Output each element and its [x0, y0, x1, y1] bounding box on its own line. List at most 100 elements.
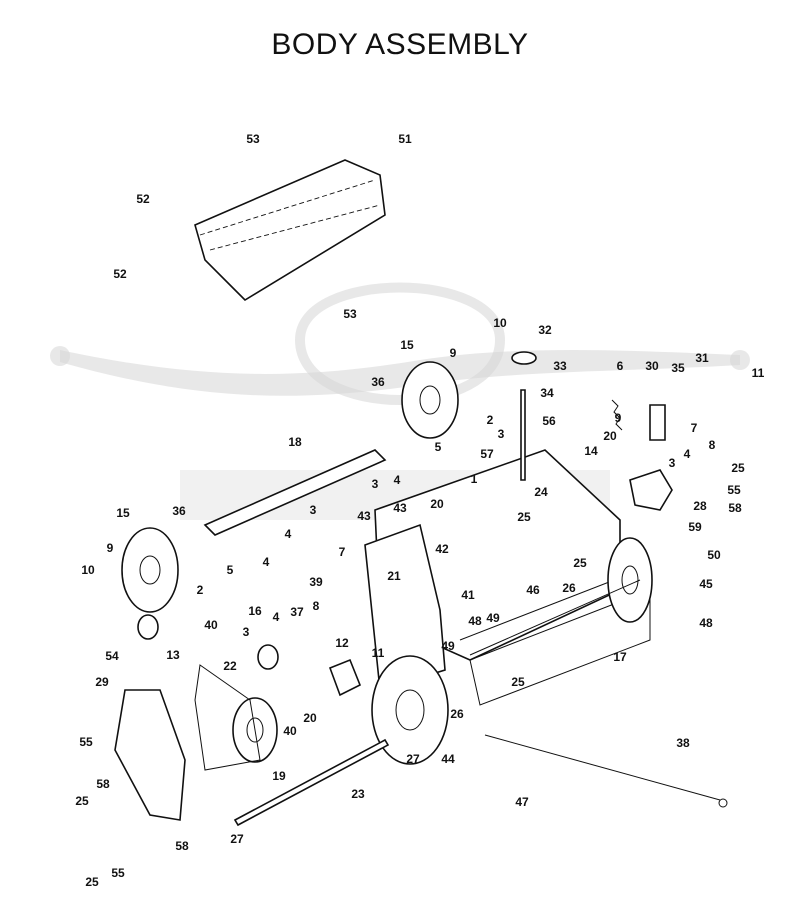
callout-43: 43: [357, 509, 371, 523]
callout-4: 4: [273, 610, 280, 624]
callout-28: 28: [693, 499, 707, 513]
spacer-part-54: [137, 614, 159, 640]
callout-20: 20: [430, 497, 444, 511]
callout-37: 37: [290, 605, 304, 619]
callout-40: 40: [204, 618, 218, 632]
lever-part-30: [649, 404, 666, 441]
page-title: BODY ASSEMBLY: [271, 28, 529, 61]
callout-25: 25: [731, 461, 745, 475]
callout-2: 2: [487, 413, 494, 427]
callout-3: 3: [498, 427, 505, 441]
callout-39: 39: [309, 575, 323, 589]
belt-part-13: [194, 664, 261, 771]
callout-51: 51: [398, 132, 412, 146]
callout-31: 31: [695, 351, 709, 365]
callout-5: 5: [227, 563, 234, 577]
callout-52: 52: [113, 267, 127, 281]
callout-10: 10: [493, 316, 507, 330]
gearbox-part-12: [328, 658, 362, 697]
callout-10: 10: [81, 563, 95, 577]
rod-part-23: [233, 738, 390, 827]
callout-8: 8: [709, 438, 716, 452]
callout-15: 15: [400, 338, 414, 352]
callout-12: 12: [335, 636, 349, 650]
callout-35: 35: [671, 361, 685, 375]
callout-41: 41: [461, 588, 475, 602]
callout-55: 55: [111, 866, 125, 880]
callout-9: 9: [450, 346, 457, 360]
callout-58: 58: [175, 839, 189, 853]
wheel-part-15-top: [401, 361, 459, 439]
callout-58: 58: [728, 501, 742, 515]
callout-4: 4: [684, 447, 691, 461]
callout-56: 56: [542, 414, 556, 428]
callout-34: 34: [540, 386, 554, 400]
callout-16: 16: [248, 604, 262, 618]
tine-shaft-part-46: [469, 579, 641, 656]
callout-7: 7: [691, 421, 698, 435]
callout-50: 50: [707, 548, 721, 562]
callout-7: 7: [339, 545, 346, 559]
callout-21: 21: [387, 569, 401, 583]
wheel-part-45: [607, 537, 653, 623]
callout-36: 36: [371, 375, 385, 389]
bracket-part-28: [629, 469, 673, 511]
callout-4: 4: [394, 473, 401, 487]
deflector-part-51: [194, 159, 386, 302]
callout-59: 59: [688, 520, 702, 534]
main-frame-part-1: [364, 449, 651, 706]
callout-5: 5: [435, 440, 442, 454]
callout-48: 48: [468, 614, 482, 628]
callout-52: 52: [136, 192, 150, 206]
callout-26: 26: [450, 707, 464, 721]
callout-47: 47: [515, 795, 529, 809]
callout-24: 24: [534, 485, 548, 499]
callout-42: 42: [435, 542, 449, 556]
callout-25: 25: [573, 556, 587, 570]
callout-2: 2: [197, 583, 204, 597]
rod-part-34: [511, 351, 537, 481]
callout-53: 53: [343, 307, 357, 321]
callout-44: 44: [441, 752, 455, 766]
callout-4: 4: [285, 527, 292, 541]
callout-49: 49: [486, 611, 500, 625]
callout-26: 26: [562, 581, 576, 595]
callout-54: 54: [105, 649, 119, 663]
callout-8: 8: [313, 599, 320, 613]
callout-29: 29: [95, 675, 109, 689]
callout-25: 25: [511, 675, 525, 689]
callout-22: 22: [223, 659, 237, 673]
callout-46: 46: [526, 583, 540, 597]
callout-27: 27: [406, 752, 420, 766]
callout-11: 11: [372, 646, 385, 660]
callout-25: 25: [517, 510, 531, 524]
callout-1: 1: [471, 472, 478, 486]
callout-14: 14: [584, 444, 598, 458]
callout-58: 58: [96, 777, 110, 791]
callout-40: 40: [283, 724, 297, 738]
callout-38: 38: [676, 736, 690, 750]
callout-3: 3: [310, 503, 317, 517]
wheel-part-44: [371, 655, 449, 765]
callout-18: 18: [288, 435, 302, 449]
callout-3: 3: [669, 456, 676, 470]
callout-36: 36: [172, 504, 186, 518]
callout-13: 13: [166, 648, 180, 662]
callout-9: 9: [107, 541, 114, 555]
callout-45: 45: [699, 577, 713, 591]
callout-53: 53: [246, 132, 260, 146]
callout-20: 20: [303, 711, 317, 725]
callout-9: 9: [615, 411, 622, 425]
callout-19: 19: [272, 769, 286, 783]
callout-4: 4: [263, 555, 270, 569]
callout-30: 30: [645, 359, 659, 373]
callout-55: 55: [79, 735, 93, 749]
callout-55: 55: [727, 483, 741, 497]
callout-25: 25: [85, 875, 99, 889]
spring-part-6: [611, 399, 623, 431]
callout-33: 33: [553, 359, 567, 373]
wheel-part-15-left: [121, 527, 179, 613]
callout-23: 23: [351, 787, 365, 801]
